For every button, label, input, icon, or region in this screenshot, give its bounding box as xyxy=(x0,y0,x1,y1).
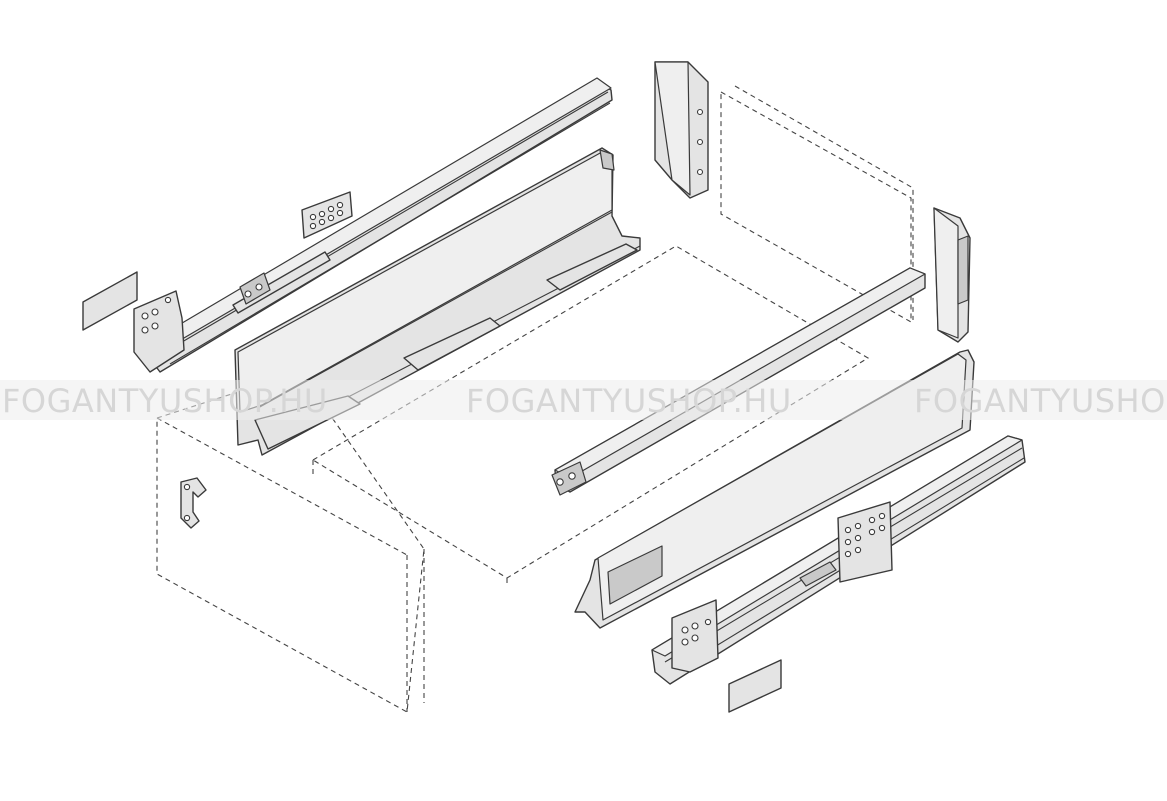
watermark-text: FOGANTYUSHOP xyxy=(914,382,1167,420)
drawer-bottom-outline xyxy=(311,245,870,584)
front-fixing-bracket xyxy=(180,477,207,529)
watermark-text: FOGANTYUSHOP.HU xyxy=(466,382,792,420)
right-runner xyxy=(651,435,1026,685)
left-back-fitting xyxy=(654,61,709,199)
front-panel-outline xyxy=(156,371,425,713)
left-cover-cap xyxy=(82,271,138,331)
left-runner xyxy=(133,77,613,373)
left-drawer-side xyxy=(234,147,641,456)
watermark-text: FOGANTYUSHOP.HU xyxy=(2,382,328,420)
right-back-fitting xyxy=(933,207,971,343)
back-panel-outline xyxy=(720,85,914,323)
right-cover-cap xyxy=(728,659,782,713)
